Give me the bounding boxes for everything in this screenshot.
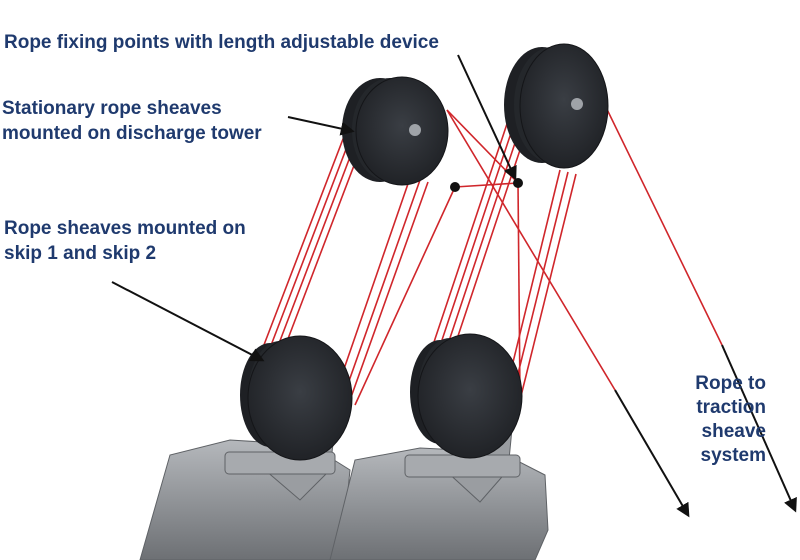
label-line: sheave	[701, 421, 766, 442]
label-line: mounted on discharge tower	[2, 123, 262, 144]
rope	[432, 84, 521, 346]
skip-2-sheave	[410, 333, 523, 459]
fixing-point-1	[450, 182, 460, 192]
pointer-arrow-skip	[111, 281, 265, 362]
rope	[504, 169, 561, 396]
rope	[261, 99, 359, 351]
label-line: Stationary rope sheaves	[2, 98, 222, 119]
pointer-arrow-fixing	[457, 54, 517, 181]
label-skip-sheaves: Rope sheaves mounted on skip 1 and skip …	[4, 216, 246, 266]
label-stationary-sheaves: Stationary rope sheaves mounted on disch…	[2, 96, 262, 146]
rope	[342, 179, 421, 399]
stationary-sheave-right	[504, 43, 609, 169]
sheave-hub	[571, 98, 583, 110]
sheave-hub	[409, 124, 421, 136]
label-line: system	[700, 445, 767, 466]
pointer-arrow-stationary	[287, 116, 355, 136]
rope	[349, 181, 429, 401]
skip-1-sheave	[240, 335, 353, 461]
label-line: Rope to	[695, 373, 766, 394]
stationary-sheave-left	[342, 76, 449, 186]
rope	[354, 186, 456, 406]
label-line: traction	[696, 397, 766, 418]
label-rope-to-traction: Rope to traction sheave system	[614, 372, 766, 468]
rope	[517, 182, 521, 396]
rope-to-traction	[599, 94, 723, 346]
label-line: skip 1 and skip 2	[4, 243, 157, 264]
label-line: Rope fixing points with length adjustabl…	[4, 32, 439, 53]
label-rope-fixing-points: Rope fixing points with length adjustabl…	[4, 30, 439, 55]
traction-rope-extension-1	[614, 389, 690, 518]
fixing-point-2	[513, 178, 523, 188]
skip-2-axle	[404, 454, 521, 478]
rope	[334, 177, 411, 396]
rope-to-traction	[446, 109, 616, 391]
rope	[511, 171, 569, 399]
traction-rope-extension-2	[721, 344, 797, 513]
rope	[519, 173, 577, 401]
label-line: Rope sheaves mounted on	[4, 218, 246, 239]
